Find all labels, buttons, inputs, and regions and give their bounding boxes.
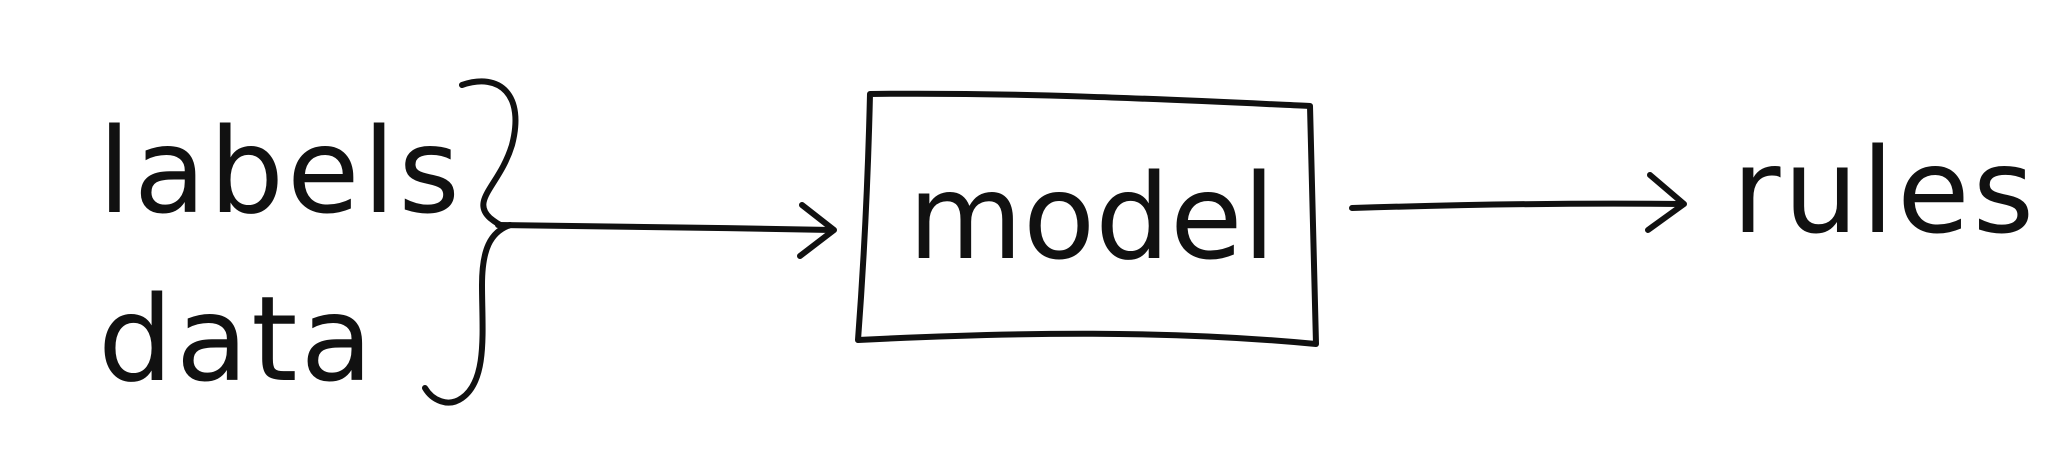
output-label-rules: rules [1732, 122, 2037, 260]
input-arrow-line [495, 222, 835, 233]
input-arrowhead [797, 202, 837, 259]
output-arrow-line [1349, 200, 1685, 211]
model-box [855, 90, 1319, 347]
input-label-data: data [98, 270, 376, 408]
input-label-labels: labels [98, 102, 463, 240]
model-label: model [908, 148, 1275, 286]
output-arrowhead [1645, 172, 1687, 233]
